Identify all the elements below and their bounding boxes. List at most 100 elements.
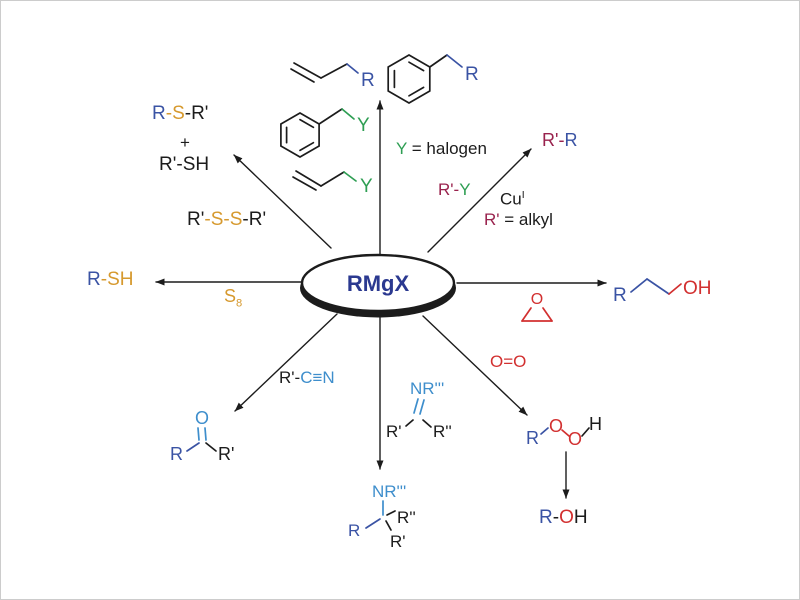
- formula-part: SH: [107, 269, 134, 290]
- atom-label-o: O: [195, 408, 209, 428]
- label-halogen-note: Y = halogen: [396, 140, 487, 157]
- double-bond-line: [293, 62, 322, 79]
- label-nitrile-reagent: R'-C≡N: [279, 369, 335, 386]
- label-plus: +: [180, 134, 190, 151]
- atom-label-y: Y: [360, 176, 373, 197]
- formula-part: -: [184, 103, 192, 124]
- formula-part: R': [191, 103, 209, 124]
- formula-part: -: [165, 103, 173, 124]
- atom-label-r: R: [348, 521, 360, 540]
- structure-epoxide: O: [521, 291, 553, 322]
- formula-part: N: [322, 368, 335, 387]
- label-disulfide-reagent: R'-S-S-R': [187, 210, 266, 229]
- formula-part: = halogen: [407, 139, 487, 158]
- bond: [320, 63, 348, 79]
- double-bond-line: [299, 118, 315, 129]
- center-node: RMgX: [300, 253, 456, 318]
- bond: [630, 278, 648, 293]
- formula-part: R: [152, 103, 166, 124]
- double-bond-line: [419, 399, 425, 415]
- atom-label-o: O: [568, 429, 582, 449]
- formula-part: R: [87, 269, 101, 290]
- double-bond-line: [408, 86, 425, 97]
- formula-part: -: [242, 209, 249, 230]
- atom-label-y: Y: [357, 115, 370, 136]
- bond: [405, 419, 414, 427]
- label-thiol-product: R-SH: [87, 270, 133, 289]
- double-bond-line: [292, 176, 317, 191]
- double-bond-line: [295, 170, 322, 187]
- formula-part: R': [542, 130, 559, 150]
- double-bond-line: [197, 427, 200, 441]
- structure-benzyl-halide: Y: [280, 108, 370, 158]
- bond: [385, 520, 392, 531]
- label-thioether-product: R-S-R': [152, 104, 208, 123]
- formula-part: R': [187, 209, 205, 230]
- bond: [581, 427, 590, 437]
- structure-imine: NR''' R' R'': [386, 379, 452, 441]
- label-alkyl-halide-reagent: R'-Y: [438, 181, 471, 198]
- label-copper-catalyst: CuI: [500, 190, 525, 208]
- formula-part: -: [558, 130, 565, 150]
- formula-part: -: [453, 180, 460, 199]
- center-ellipse: [300, 253, 456, 313]
- formula-part: -: [294, 368, 301, 387]
- atom-label-r: R: [361, 70, 375, 91]
- formula-part: +: [180, 133, 190, 152]
- label-alcohol-product: R-OH: [539, 508, 588, 527]
- formula-part: R: [539, 507, 553, 528]
- formula-part: O: [559, 507, 574, 528]
- formula-part: R': [248, 209, 267, 230]
- formula-part: -: [100, 269, 108, 290]
- double-bond-line: [204, 427, 207, 441]
- double-bond-line: [413, 398, 419, 414]
- bond: [428, 54, 448, 68]
- formula-part: -: [176, 154, 183, 175]
- bond: [346, 63, 359, 74]
- atom-label-r: R: [526, 428, 539, 448]
- bond: [386, 510, 396, 516]
- formula-part: R': [484, 210, 500, 229]
- formula-part: C: [300, 368, 313, 387]
- bond: [205, 442, 217, 452]
- arrow-upper-right: [427, 148, 532, 253]
- atom-label-r: R: [613, 285, 627, 306]
- arrow-upper-left: [233, 154, 332, 249]
- bond: [540, 427, 549, 435]
- bond: [542, 307, 553, 322]
- center-label: RMgX: [347, 271, 410, 296]
- formula-part: S: [172, 103, 185, 124]
- formula-part: H: [573, 507, 588, 528]
- atom-label-r1: R': [218, 444, 234, 464]
- bond: [318, 108, 343, 125]
- bond: [521, 307, 532, 322]
- label-s8-reagent: S8: [224, 287, 242, 310]
- formula-part: O=O: [490, 352, 527, 371]
- bond: [422, 419, 432, 428]
- reaction-arrows: [155, 100, 607, 499]
- atom-label-r2: R'': [397, 508, 416, 527]
- bond: [446, 54, 463, 68]
- atom-label-r: R: [170, 444, 183, 464]
- formula-part: I: [521, 189, 525, 201]
- formula-part: S: [210, 209, 224, 230]
- structure-allyl-halide: Y: [292, 170, 373, 197]
- structure-hydroperoxide: R O O H: [526, 414, 602, 449]
- formula-part: S: [229, 209, 243, 230]
- atom-label-o: O: [549, 416, 563, 436]
- arrow-lower-left: [234, 313, 338, 412]
- formula-part: -: [552, 507, 560, 528]
- bond: [365, 518, 381, 529]
- atom-label-nr: NR''': [410, 379, 444, 398]
- formula-part: Cu: [500, 189, 522, 209]
- bond: [320, 171, 345, 187]
- structure-amine-product: NR''' R R'' R': [348, 482, 416, 551]
- bond: [561, 429, 570, 437]
- label-oxygen-reagent: O=O: [490, 353, 526, 370]
- atom-label-nr: NR''': [372, 482, 406, 501]
- label-thiol-byproduct: R'-SH: [159, 155, 209, 174]
- bond: [668, 283, 682, 295]
- double-bond-line: [299, 141, 315, 152]
